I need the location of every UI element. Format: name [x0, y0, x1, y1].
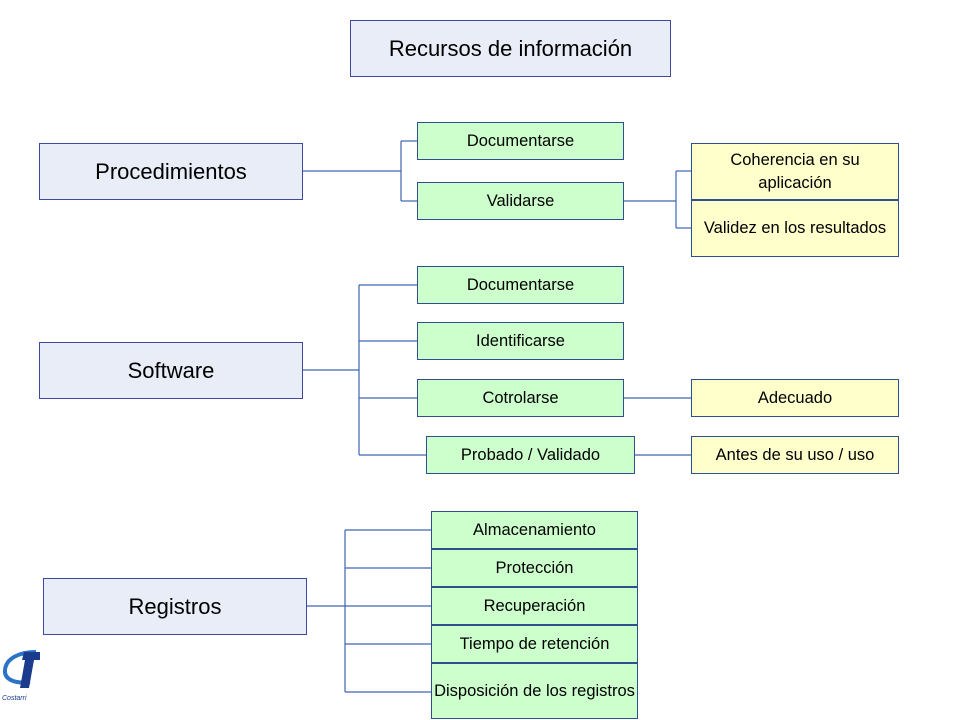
node-soft-identificarse: Identificarse — [417, 322, 624, 360]
node-procedimientos: Procedimientos — [39, 143, 303, 200]
logo-text: Costarri — [2, 695, 27, 702]
node-soft-documentarse: Documentarse — [417, 266, 624, 304]
node-proc-validarse: Validarse — [417, 182, 624, 220]
node-disposicion: Disposición de los registros — [431, 663, 638, 719]
node-tiempo-retencion: Tiempo de retención — [431, 625, 638, 663]
diagram-title: Recursos de información — [350, 20, 671, 77]
node-recuperacion: Recuperación — [431, 587, 638, 625]
node-soft-cotrolarse: Cotrolarse — [417, 379, 624, 417]
node-software: Software — [39, 342, 303, 399]
node-registros: Registros — [43, 578, 307, 635]
corporate-logo-icon: Costarri — [2, 650, 40, 702]
node-coherencia: Coherencia en su aplicación — [691, 143, 899, 200]
node-proteccion: Protección — [431, 549, 638, 587]
node-almacenamiento: Almacenamiento — [431, 511, 638, 549]
node-validez: Validez en los resultados — [691, 200, 899, 257]
node-antes-de-su-uso: Antes de su uso / uso — [691, 436, 899, 474]
node-proc-documentarse: Documentarse — [417, 122, 624, 160]
node-adecuado: Adecuado — [691, 379, 899, 417]
node-soft-probado: Probado / Validado — [426, 436, 635, 474]
